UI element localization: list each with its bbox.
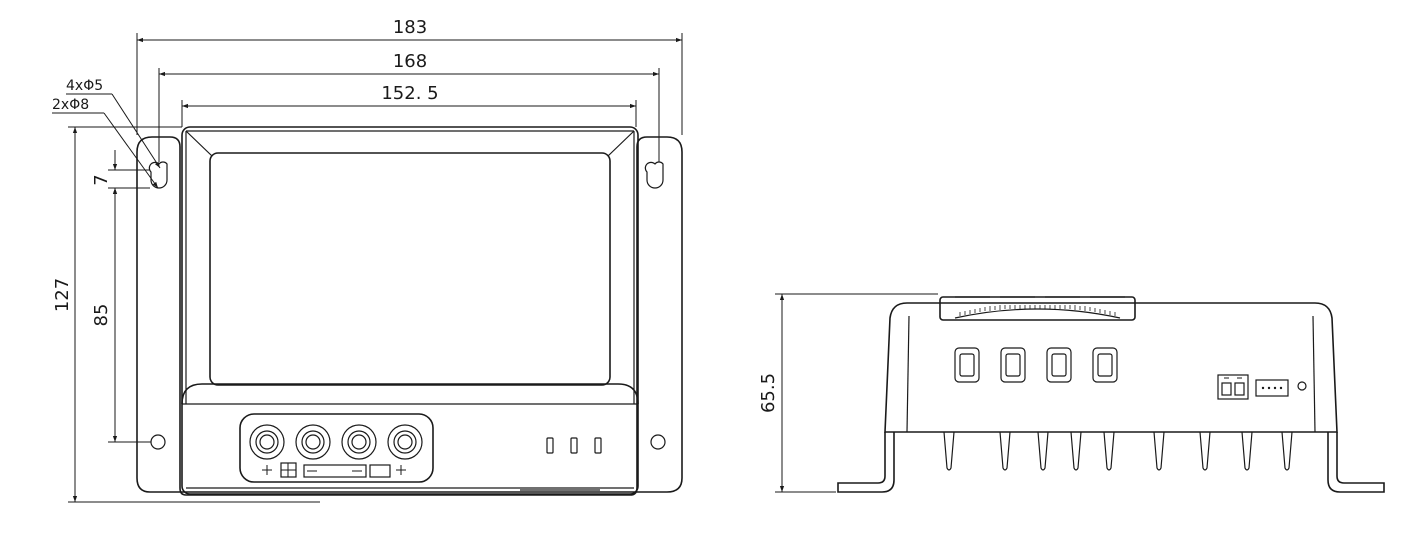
mount-hole-right: [650, 434, 666, 450]
callout-small-holes: 4xΦ5: [66, 78, 103, 94]
side-foot-right: [1327, 432, 1385, 493]
side-lid: [939, 296, 1136, 321]
side-foot-left: [837, 432, 895, 493]
terminal-polarity-symbols: [262, 462, 406, 478]
callout-large-holes: 2xΦ8: [52, 97, 89, 113]
dim-slot-length: 7: [91, 174, 112, 185]
terminal-strip: [239, 413, 434, 483]
side-connectors: [1217, 374, 1307, 400]
dim-width-body: 152. 5: [381, 83, 438, 104]
keyhole-slot-right: [644, 161, 664, 189]
housing-outer: [181, 126, 639, 495]
side-terminal-openings: [954, 347, 1118, 383]
dim-height-holes: 85: [91, 304, 112, 327]
terminal-cover: [181, 383, 639, 405]
heatsink-fins: [943, 431, 1293, 471]
lid-ridges: [959, 305, 1116, 316]
dim-height-overall: 127: [52, 278, 73, 312]
side-body: [884, 302, 1338, 433]
dim-width-holes: 168: [393, 51, 427, 72]
terminal-screws: [249, 424, 423, 460]
front-view: 183 168 152. 5 4xΦ5 2xΦ8 127 7 85: [52, 17, 683, 503]
indicator-leds: [546, 437, 602, 454]
housing-lid: [209, 152, 611, 386]
dim-width-overall: 183: [393, 17, 427, 38]
mounting-flange: [136, 136, 683, 496]
mount-hole-left: [150, 434, 166, 450]
side-led: [1297, 381, 1307, 391]
side-view: 65.5: [758, 293, 1385, 493]
dim-side-height: 65.5: [758, 373, 779, 413]
battery-icon: [369, 464, 391, 478]
